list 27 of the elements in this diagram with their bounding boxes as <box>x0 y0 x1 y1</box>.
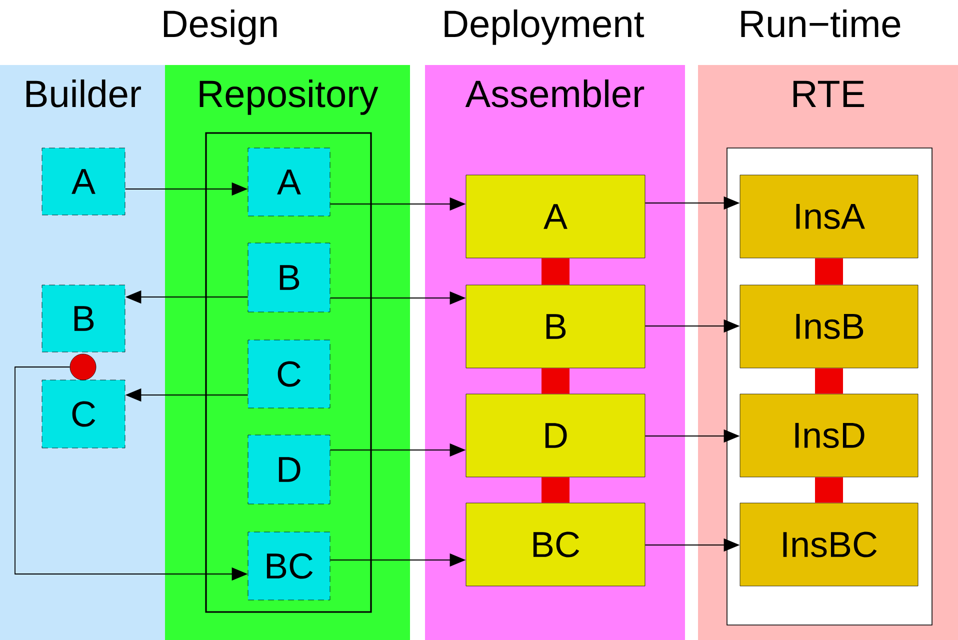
component-box: BC <box>466 502 646 586</box>
component-box: A <box>42 148 126 216</box>
component-box: D <box>466 394 646 478</box>
component-box: B <box>466 284 646 368</box>
component-box: B <box>42 284 126 352</box>
component-box: B <box>248 242 330 312</box>
component-box: BC <box>248 532 330 600</box>
connector-bar <box>815 368 843 394</box>
connector-bar <box>542 258 570 285</box>
connector-bar <box>815 258 843 285</box>
instance-box: InsD <box>740 394 918 478</box>
connector-bar <box>542 368 570 394</box>
instance-box: InsA <box>740 174 918 258</box>
component-box: A <box>248 148 330 216</box>
component-box: A <box>466 174 646 258</box>
instance-box: InsBC <box>740 502 918 586</box>
connector-circle <box>70 354 96 380</box>
heading-label: Run−time <box>741 9 900 38</box>
repository-frame <box>205 132 372 613</box>
connector-bar <box>815 477 843 503</box>
component-box: C <box>42 380 126 448</box>
heading-label: Design <box>164 9 277 45</box>
connector-bar <box>542 477 570 503</box>
instance-box: InsB <box>740 284 918 368</box>
heading-label: Deployment <box>444 9 644 45</box>
component-box: D <box>248 434 330 504</box>
component-box: C <box>248 340 330 408</box>
